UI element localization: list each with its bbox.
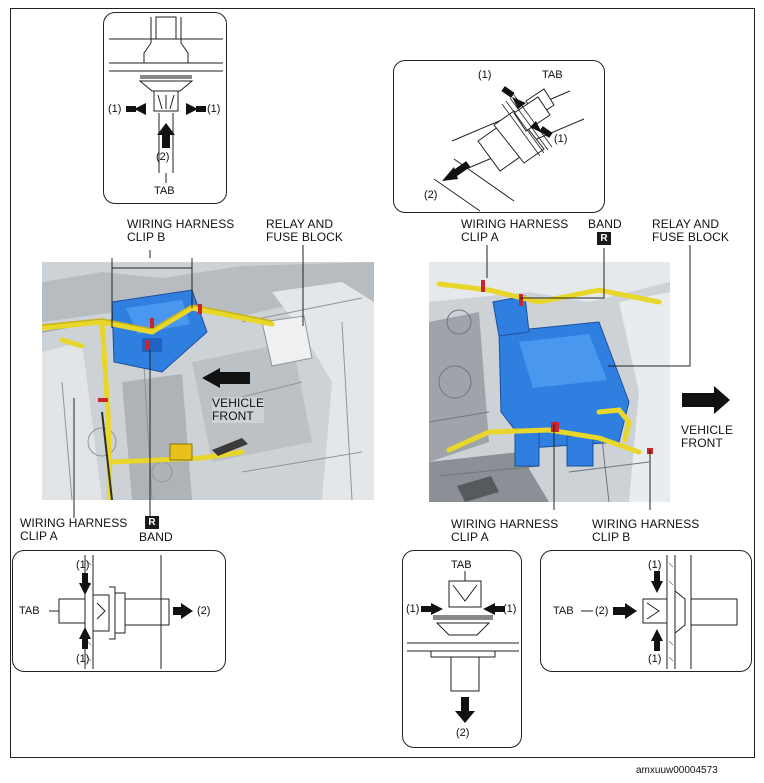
- push-arrow-left-icon: [483, 603, 495, 615]
- clip-a-vertical-release-drawing: [407, 571, 519, 723]
- push-label-right: (1): [503, 603, 517, 615]
- tab-label: TAB: [542, 69, 563, 81]
- pull-label: (2): [456, 727, 470, 739]
- push-label-side: (1): [554, 133, 568, 145]
- tab-label: TAB: [19, 605, 40, 617]
- figure-code: amxuuw00004573: [636, 765, 718, 776]
- push-arrow-side-icon: [530, 121, 542, 133]
- pull-label: (2): [595, 605, 609, 617]
- pull-label: (2): [424, 189, 438, 201]
- push-label-left: (1): [406, 603, 420, 615]
- push-arrow-top-icon: [512, 97, 526, 109]
- pull-arrow-right-icon: [625, 603, 637, 619]
- push-arrow-right-icon: [431, 603, 443, 615]
- clip-b-release-drawing: [109, 16, 223, 183]
- push-label-top: (1): [478, 69, 492, 81]
- inset-top-left-clip-b: (1) (1) (2) TAB: [103, 12, 227, 204]
- inset-bottom-right-clip-b: (1) TAB (2) (1): [540, 550, 752, 672]
- diagram-frame: [10, 8, 755, 758]
- tab-label: TAB: [451, 559, 472, 571]
- inset-bottom-left-clip-a: (1) TAB (2) (1): [12, 550, 226, 672]
- push-label-top: (1): [648, 559, 662, 571]
- pull-arrow-down-icon: [455, 711, 475, 723]
- band-r-badge-left: R: [145, 516, 159, 529]
- push-arrow-left-icon: [134, 103, 146, 115]
- push-label-top: (1): [76, 559, 90, 571]
- push-label-left: (1): [108, 103, 122, 115]
- push-arrow-up-icon: [79, 627, 91, 639]
- band-r-badge-right: R: [597, 232, 611, 245]
- band-marks: [98, 304, 202, 402]
- fuse-block: [492, 295, 630, 467]
- inset-top-right-clip-a: (1) TAB (1) (2): [393, 60, 605, 213]
- pull-arrow-up-icon: [157, 123, 175, 135]
- push-label-right: (1): [207, 103, 221, 115]
- vehicle-front-arrow-icon: [202, 368, 220, 388]
- label-right-band: BAND: [588, 217, 622, 231]
- pull-arrow-right-icon: [181, 603, 193, 619]
- tab-label: TAB: [154, 185, 175, 197]
- clip-a-release-drawing: [433, 86, 585, 212]
- right-engine-bay-drawing: [429, 262, 670, 502]
- inset-bottom-middle-clip-a: TAB (1) (1) (2): [402, 550, 522, 748]
- right-engine-bay-illustration: [429, 262, 670, 502]
- push-label-bottom: (1): [76, 653, 90, 665]
- left-engine-bay-drawing: [42, 262, 374, 500]
- left-engine-bay-illustration: [42, 262, 374, 500]
- push-arrow-down-icon: [651, 581, 663, 593]
- label-left-band: BAND: [139, 530, 173, 544]
- push-arrow-up-icon: [651, 629, 663, 641]
- clip-b-side-release-drawing: [581, 555, 738, 669]
- pull-label: (2): [156, 151, 170, 163]
- push-arrow-right-icon: [186, 103, 198, 115]
- tab-label: TAB: [553, 605, 574, 617]
- push-arrow-down-icon: [79, 583, 91, 595]
- pull-label: (2): [197, 605, 211, 617]
- push-label-bottom: (1): [648, 653, 662, 665]
- clip-a-side-release-drawing: [49, 555, 193, 669]
